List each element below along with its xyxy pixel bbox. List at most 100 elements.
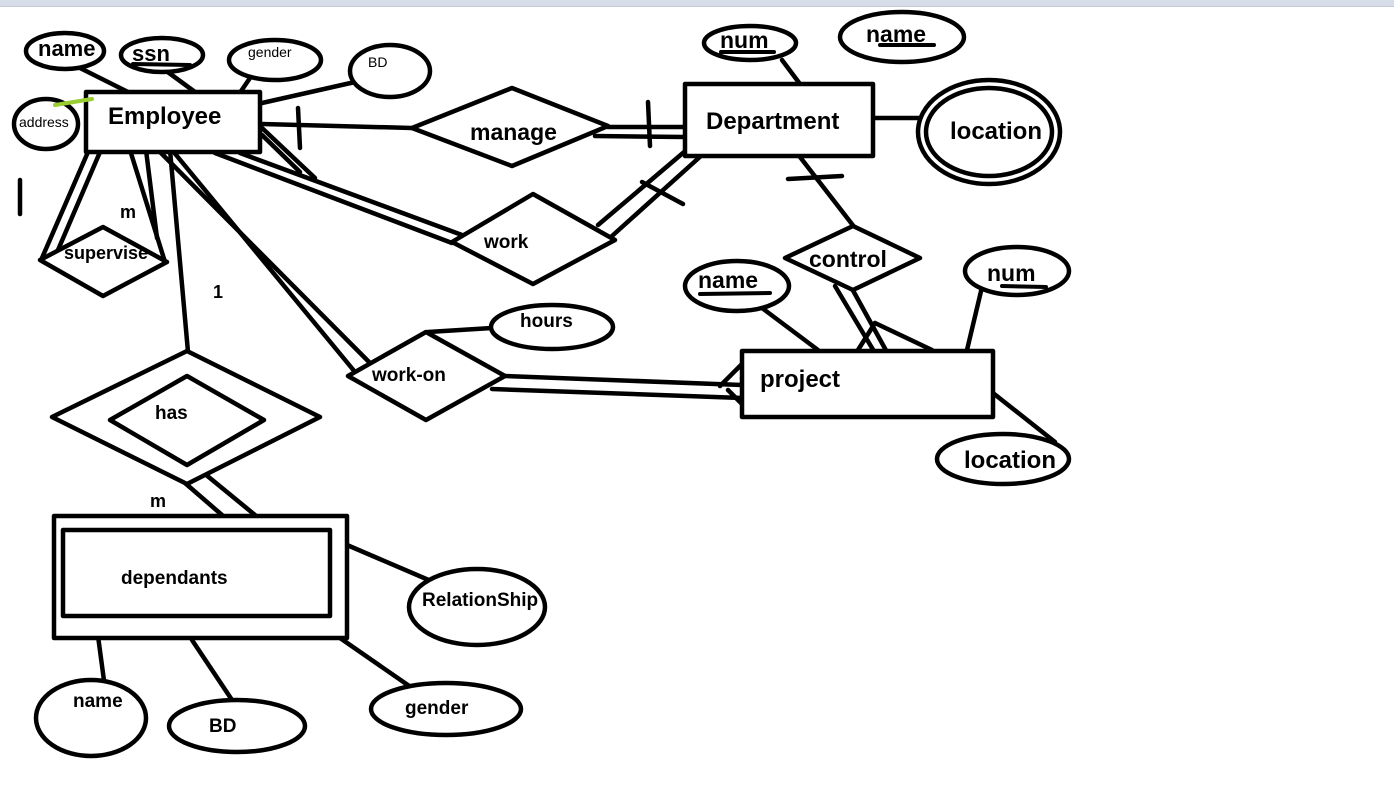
attr-dependants-gender-label: gender [405, 698, 469, 719]
entity-department-box [682, 81, 876, 159]
line-dependants-relationship [344, 542, 441, 587]
attr-dependants-gender: gender [368, 680, 524, 738]
line-employee-manage [259, 121, 415, 131]
connector-lines [17, 57, 1058, 703]
attr-project-num-label: num [987, 260, 1036, 286]
window-top-bar [0, 0, 1394, 7]
attr-department-num: num [701, 23, 799, 63]
attr-dependants-relationship: RelationShip [406, 566, 548, 648]
attr-project-name: name [682, 258, 792, 314]
entity-project-label: project [760, 366, 840, 393]
attr-project-name-label: name [698, 267, 758, 293]
relationship-manage: manage [409, 85, 611, 169]
attr-employee-gender-oval [226, 37, 324, 83]
line-work-department [595, 144, 693, 228]
entity-dependants-inner-box [60, 527, 333, 619]
line-employee-supervise-3 [127, 147, 168, 265]
attr-department-location: location [915, 77, 1063, 187]
attr-employee-name: name [23, 30, 107, 72]
line-employee-name [77, 65, 131, 95]
attr-work-on-hours-oval [488, 302, 616, 352]
attr-project-location: location [934, 431, 1072, 487]
line-workon-project-2 [489, 386, 745, 401]
relationship-manage-label: manage [470, 119, 557, 145]
relationship-work-label: work [483, 232, 529, 253]
line-employee-supervise-2 [55, 149, 103, 253]
line-department-num [779, 57, 803, 87]
line-department-control [797, 154, 858, 231]
entity-employee-label: Employee [108, 103, 221, 130]
attr-employee-ssn-label: ssn [132, 41, 170, 66]
attr-department-name-oval [837, 9, 967, 65]
attr-department-name-label: name [866, 21, 926, 47]
entity-dependants: dependants [51, 513, 350, 641]
relationship-work-on-diamond [345, 329, 508, 423]
attr-project-num-oval [962, 244, 1072, 298]
attr-employee-gender-label: gender [248, 44, 292, 60]
line-employee-work [212, 150, 455, 246]
relationship-supervise-diamond [37, 224, 170, 299]
attr-work-on-hours-label: hours [520, 311, 573, 332]
attr-dependants-name-oval [33, 677, 149, 759]
attr-project-name-oval [682, 258, 792, 314]
attr-dependants-bd-oval [166, 697, 308, 755]
relationship-control-diamond [782, 223, 923, 293]
attr-employee-bd-label: BD [368, 54, 387, 70]
line-project-name [759, 305, 821, 353]
line-employee-work-3 [259, 125, 318, 181]
attr-department-location-label: location [950, 118, 1042, 145]
entity-project-box [739, 348, 996, 420]
relationship-control: control [782, 223, 923, 293]
tick-manage-department [645, 99, 653, 149]
relationship-supervise-label: supervise [64, 243, 148, 263]
line-employee-work-4 [259, 132, 303, 175]
line-project-num [964, 284, 985, 353]
line-project-location [990, 390, 1058, 445]
cardinality-has-m: m [150, 491, 166, 511]
attr-employee-bd-oval [347, 42, 433, 100]
attr-project-location-label: location [964, 447, 1056, 474]
attr-employee-name-label: name [38, 36, 95, 61]
attr-dependants-relationship-label: RelationShip [422, 590, 538, 611]
attr-employee-address: address [11, 96, 94, 152]
line-employee-supervise-4 [143, 147, 160, 241]
attr-department-name: name [837, 9, 967, 65]
attr-department-location-inner-oval [923, 85, 1055, 179]
attr-project-name-key-underline [698, 291, 772, 296]
line-manage-department-2 [592, 133, 688, 140]
line-employee-workon [169, 147, 358, 375]
line-employee-supervise [39, 149, 91, 261]
attr-department-num-label: num [720, 27, 769, 53]
attr-dependants-name: name [33, 677, 149, 759]
line-employee-work-2 [237, 150, 465, 238]
attr-employee-gender: gender [226, 37, 324, 83]
entity-department: Department [682, 81, 876, 159]
entity-department-label: Department [706, 108, 839, 135]
attr-employee-bd: BD [347, 42, 433, 100]
attr-project-num: num [962, 244, 1072, 298]
attr-employee-ssn-key-underline [131, 62, 192, 67]
line-control-project-4 [872, 320, 935, 353]
attr-work-on-hours: hours [488, 302, 616, 352]
relationship-work-diamond [449, 191, 618, 287]
entity-dependants-label: dependants [121, 568, 228, 589]
line-control-project [832, 283, 881, 361]
tick-employee-manage [295, 105, 303, 151]
line-workon-project [502, 373, 745, 388]
relationship-work-on-label: work-on [371, 365, 446, 386]
attr-employee-ssn: ssn [118, 35, 206, 75]
attr-employee-address-label: address [19, 114, 69, 130]
relationship-control-label: control [809, 246, 887, 272]
tick-work-department [639, 179, 686, 207]
entity-employee: Employee [83, 89, 263, 155]
attr-project-location-oval [934, 431, 1072, 487]
relationship-manage-diamond [409, 85, 611, 169]
line-dependants-bd [189, 637, 235, 703]
attr-dependants-name-label: name [73, 691, 123, 712]
attr-dependants-bd: BD [166, 697, 308, 755]
attr-dependants-gender-oval [368, 680, 524, 738]
tick-department-control [785, 173, 845, 182]
cardinality-supervise-m: m [120, 202, 136, 222]
attr-dependants-relationship-oval [406, 566, 548, 648]
